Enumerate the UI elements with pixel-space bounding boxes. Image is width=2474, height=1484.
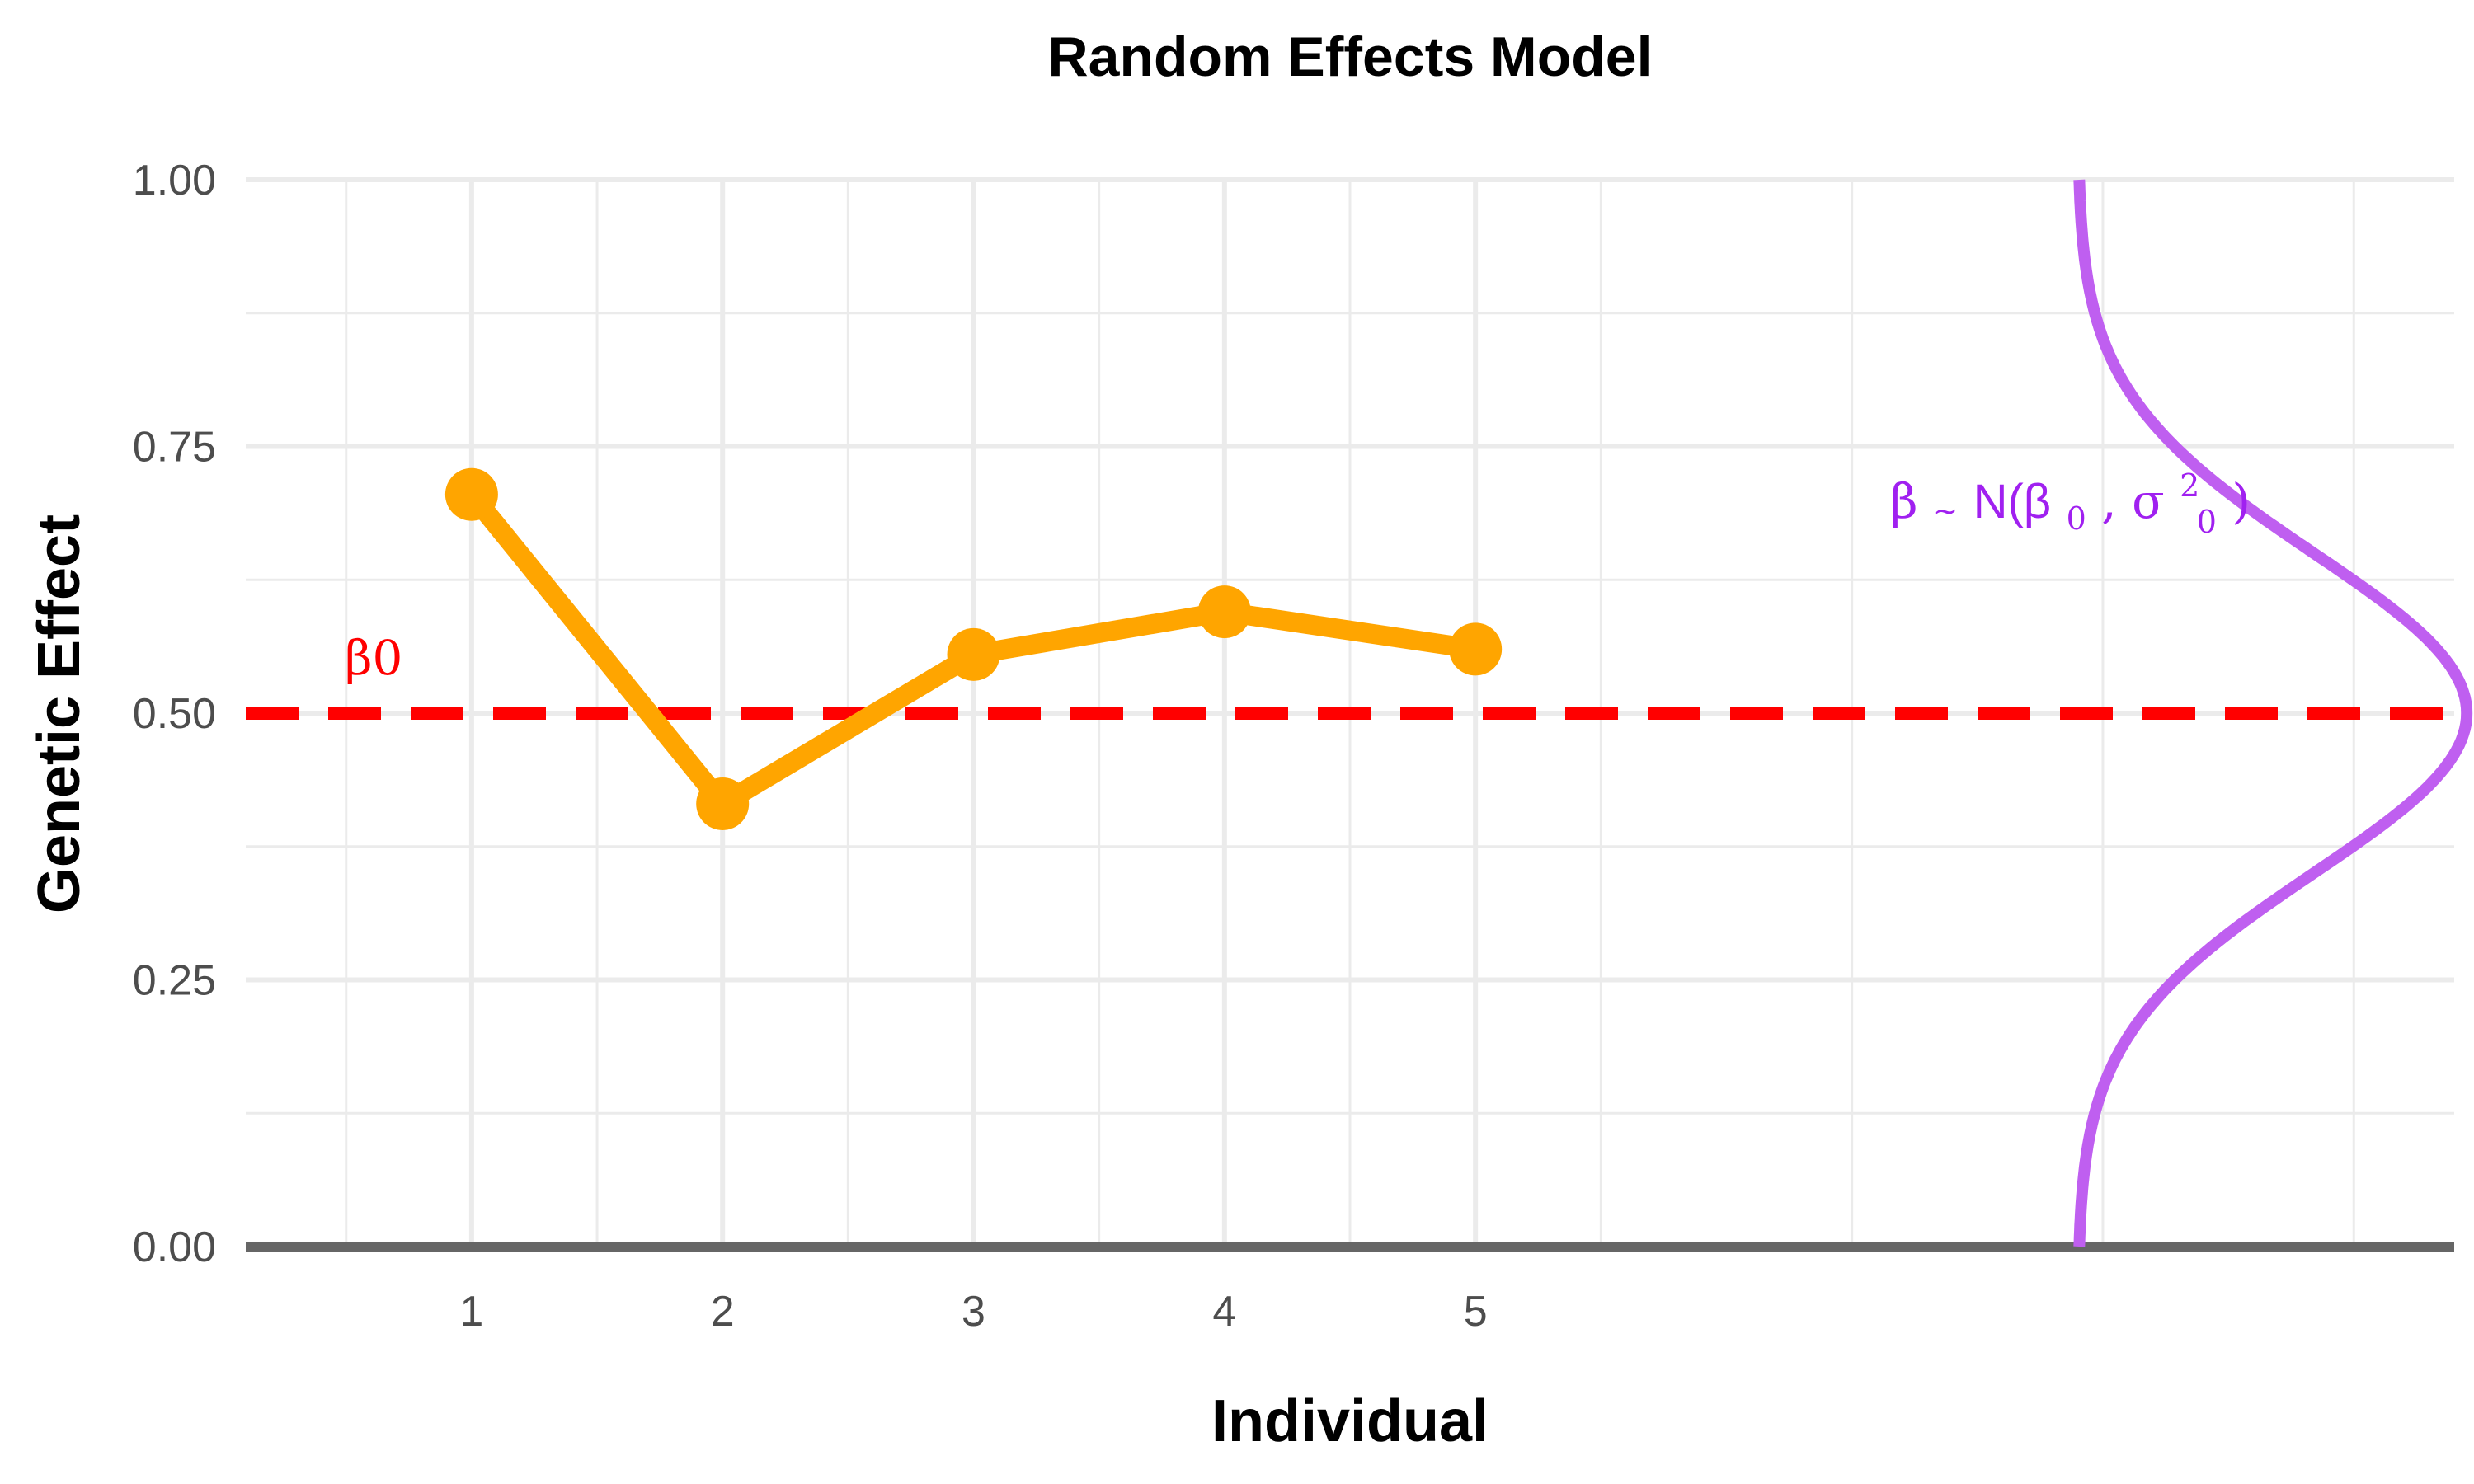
x-tick-label: 5 xyxy=(1464,1288,1488,1336)
x-axis-ticks: 1 2 3 4 5 xyxy=(459,1288,1487,1336)
y-axis-title: Genetic Effect xyxy=(26,514,92,913)
y-tick-label: 0.25 xyxy=(133,957,216,1005)
distribution-label: β ~ N(β 0 , σ 2 0 ) xyxy=(1890,452,2251,544)
reference-line-label: β0 xyxy=(345,630,402,686)
y-tick-label: 0.50 xyxy=(133,690,216,738)
x-tick-label: 1 xyxy=(459,1288,483,1336)
data-point xyxy=(444,467,498,521)
x-tick-label: 4 xyxy=(1212,1288,1236,1336)
y-tick-label: 0.00 xyxy=(133,1223,216,1271)
x-tick-label: 2 xyxy=(711,1288,735,1336)
data-point xyxy=(1449,622,1503,676)
y-axis-ticks: 0.00 0.25 0.50 0.75 1.00 xyxy=(133,157,216,1271)
x-tick-label: 3 xyxy=(962,1288,985,1336)
normal-distribution-curve xyxy=(2073,179,2473,1247)
chart-title: Random Effects Model xyxy=(1048,26,1653,88)
data-point xyxy=(696,777,750,830)
data-point xyxy=(1197,585,1251,639)
data-point xyxy=(947,627,1000,681)
x-axis-title: Individual xyxy=(1211,1388,1489,1454)
data-points xyxy=(444,467,1503,830)
y-tick-label: 1.00 xyxy=(133,157,216,204)
y-tick-label: 0.75 xyxy=(133,424,216,472)
